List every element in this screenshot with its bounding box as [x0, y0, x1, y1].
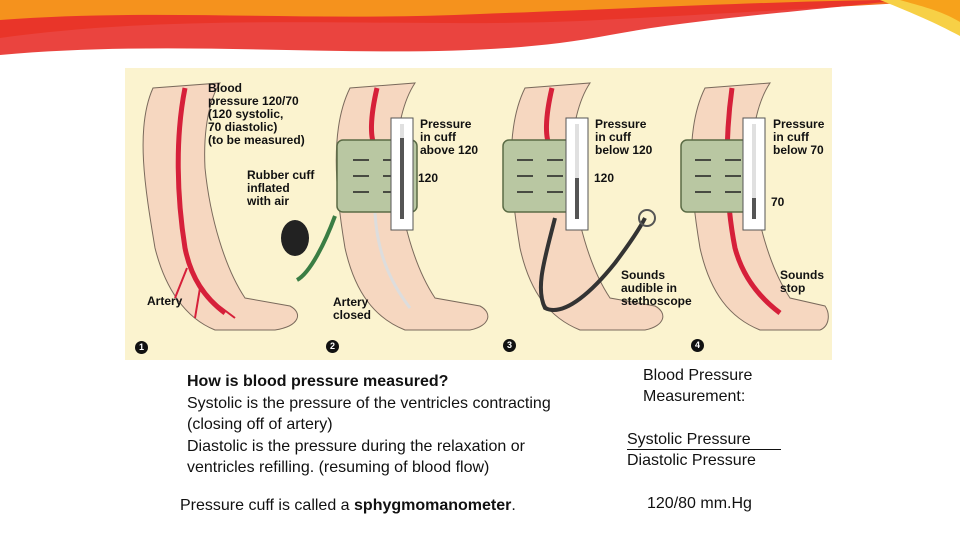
header-swoosh-decoration: [0, 0, 960, 55]
blood-pressure-diagram: Blood pressure 120/70 (120 systolic, 70 …: [125, 68, 832, 360]
step-2-cuff-label: Rubber cuff inflated with air: [247, 168, 315, 208]
sphygmomanometer-term: sphygmomanometer: [354, 497, 512, 514]
step-3-top-label: Pressure in cuff below 120: [595, 117, 653, 157]
step-1-top-label: Blood pressure 120/70 (120 systolic, 70 …: [208, 81, 305, 147]
diagram-illustration: [142, 82, 829, 331]
step-3-gauge-label: 120: [594, 171, 615, 185]
arm-1-illustration: [142, 82, 299, 331]
question-heading: How is blood pressure measured?: [187, 373, 449, 390]
arm-4-illustration: [680, 82, 829, 331]
step-4-gauge-label: 70: [771, 195, 785, 209]
blood-pressure-reading: 120/80 mm.Hg: [647, 495, 752, 512]
step-4-bottom-label: Sounds stop: [780, 268, 824, 295]
measurement-title: Blood Pressure Measurement:: [643, 367, 753, 405]
step-1-number: 1: [135, 341, 148, 354]
systolic-pressure-label: Systolic Pressure: [627, 431, 751, 448]
step-3-number: 3: [503, 339, 516, 352]
diastolic-pressure-label: Diastolic Pressure: [627, 452, 756, 469]
step-4-top-label: Pressure in cuff below 70: [773, 117, 825, 157]
cuff-sentence-prefix: Pressure cuff is called a: [180, 497, 355, 514]
cuff-sentence-suffix: .: [511, 497, 516, 514]
arm-2-illustration: [281, 82, 489, 331]
step-4-number: 4: [691, 339, 704, 352]
explanation-text: How is blood pressure measured? Systolic…: [187, 371, 567, 479]
systolic-definition: Systolic is the pressure of the ventricl…: [187, 394, 551, 434]
arm-3-illustration: [502, 82, 664, 331]
step-2-top-label: Pressure in cuff above 120: [420, 117, 479, 157]
step-2-bottom-label: Artery closed: [333, 295, 372, 322]
step-2-gauge-label: 120: [418, 171, 439, 185]
fraction-divider-line: [627, 449, 781, 450]
sphygmomanometer-sentence: Pressure cuff is called a sphygmomanomet…: [180, 497, 516, 515]
diastolic-definition: Diastolic is the pressure during the rel…: [187, 437, 525, 477]
step-3-bottom-label: Sounds audible in stethoscope: [621, 268, 692, 308]
step-1-bottom-label: Artery: [147, 294, 183, 308]
step-2-number: 2: [326, 340, 339, 353]
